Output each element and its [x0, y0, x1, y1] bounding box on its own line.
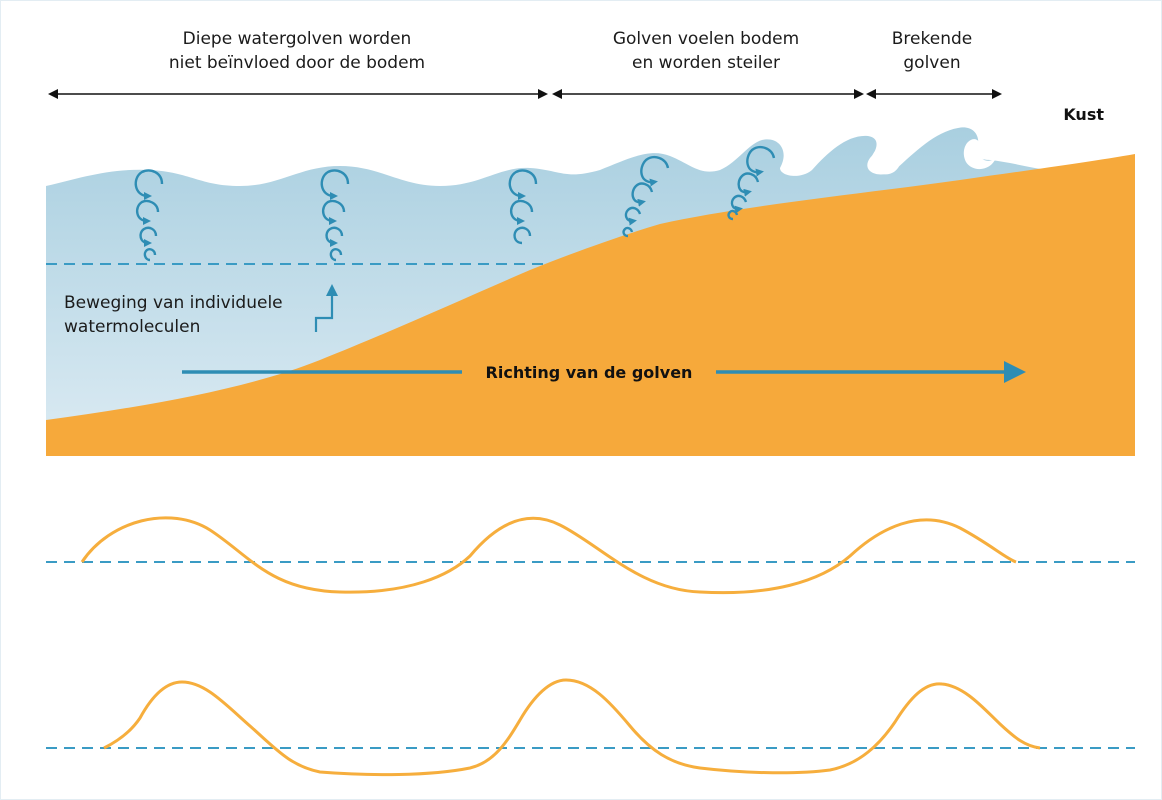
circular-orbit-arrow-icon	[640, 156, 670, 187]
circular-orbit-arrow-icon	[746, 146, 776, 177]
orbit-column-2	[320, 169, 350, 262]
circular-orbit-arrow-icon	[329, 248, 343, 262]
circular-orbit-arrow-icon	[139, 226, 158, 247]
molecule-movement-arrow-icon	[314, 284, 338, 332]
circular-orbit-arrow-icon	[135, 199, 160, 225]
circular-orbit-arrow-icon	[320, 169, 350, 200]
breaking-curl-1	[871, 146, 900, 175]
circular-orbit-arrow-icon	[325, 226, 344, 247]
orbit-column-4	[622, 156, 670, 238]
circular-orbit-arrow-icon	[624, 206, 642, 226]
peaked-wave-profile	[103, 678, 1041, 777]
seabed	[46, 154, 1135, 456]
circular-orbit-arrow-icon	[730, 194, 748, 214]
sinusoidal-wave-profile	[80, 516, 1017, 595]
orbit-column-5	[727, 146, 776, 221]
circular-orbit-arrow-icon	[622, 226, 634, 238]
breaking-curl-2	[963, 139, 996, 170]
molecule-label-line1: Beweging van individuele	[64, 293, 283, 313]
circular-orbit-arrow-icon	[737, 172, 760, 197]
molecule-label-line2: watermoleculen	[64, 317, 200, 337]
orbit-column-3	[508, 169, 538, 245]
zone-label-shoaling-line2: en worden steiler	[632, 53, 780, 73]
zone-label-shoaling-line1: Golven voelen bodem	[613, 29, 799, 49]
direction-label: Richting van de golven	[486, 363, 693, 382]
circular-orbit-arrow-icon	[143, 248, 157, 262]
direction-arrowhead-icon	[1004, 361, 1026, 383]
circular-orbit-arrow-icon	[727, 209, 739, 221]
circular-orbit-arrow-icon	[321, 199, 346, 225]
circular-orbit-arrow-icon	[508, 169, 538, 200]
circular-orbit-arrow-icon	[134, 169, 164, 200]
orbit-column-1	[134, 169, 164, 262]
zone-label-deep-line1: Diepe watergolven worden	[183, 29, 412, 49]
circular-orbit-arrow-icon	[513, 226, 532, 245]
zone-label-breaking-line1: Brekende	[892, 29, 972, 49]
zone-label-deep-line2: niet beïnvloed door de bodem	[169, 53, 425, 73]
coast-label: Kust	[1063, 105, 1104, 124]
direction-arrow	[182, 361, 1026, 383]
circular-orbit-arrow-icon	[509, 199, 534, 225]
circular-orbit-arrow-icon	[631, 182, 654, 207]
zone-label-breaking-line2: golven	[903, 53, 960, 73]
